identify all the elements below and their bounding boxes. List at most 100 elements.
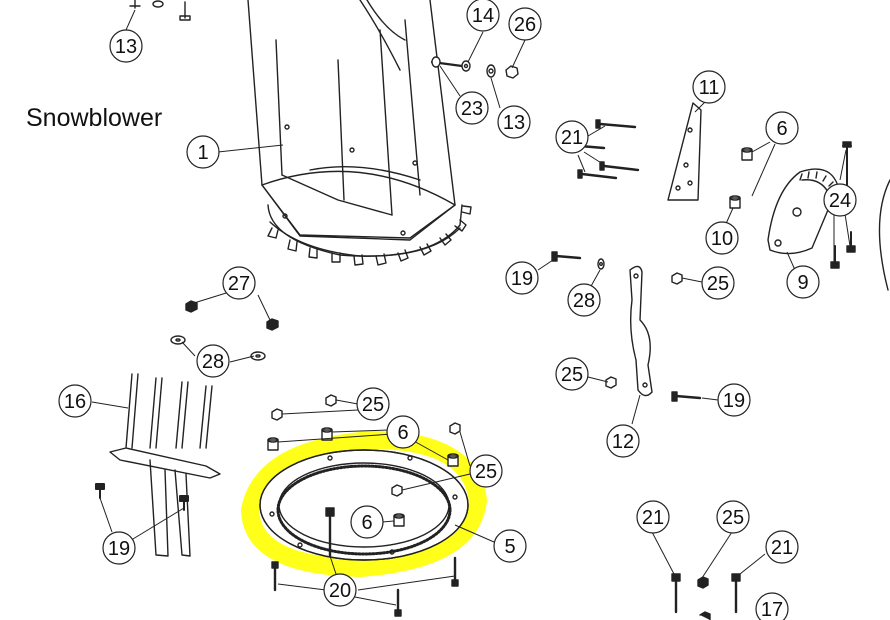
callout-number: 12	[612, 431, 634, 453]
callout-number: 21	[642, 507, 664, 529]
callout-13b: 13	[497, 105, 531, 139]
callout-25d: 25	[469, 454, 503, 488]
callout-25e: 25	[716, 500, 750, 534]
spacer-nut-group	[267, 394, 461, 467]
callout-circle	[109, 29, 143, 63]
callout-6c: 6	[350, 505, 384, 539]
chute-lever-cluster	[551, 251, 702, 402]
callout-28a: 28	[567, 283, 601, 317]
callout-circle	[58, 384, 92, 418]
deflector-bracket-cluster	[575, 102, 890, 291]
callout-number: 16	[64, 391, 86, 413]
callout-24: 24	[823, 183, 857, 217]
callout-circle	[692, 70, 726, 104]
ring-gear-assembly	[241, 431, 487, 617]
callout-28b: 28	[196, 344, 230, 378]
callout-circle	[493, 529, 527, 563]
hardware-group-bottom-right	[671, 573, 741, 620]
callout-19c: 19	[102, 531, 136, 565]
callout-number: 10	[711, 228, 733, 250]
callout-6a: 6	[765, 111, 799, 145]
callout-19b: 19	[717, 383, 751, 417]
callout-number: 13	[115, 36, 137, 58]
hardware-group-top	[430, 56, 519, 79]
callout-number: 6	[361, 512, 372, 534]
callout-circle	[717, 383, 751, 417]
callout-9: 9	[786, 265, 820, 299]
callout-number: 11	[699, 77, 720, 99]
callout-circle	[823, 183, 857, 217]
callout-21a: 21	[555, 120, 589, 154]
callout-number: 25	[475, 461, 497, 483]
callout-circle	[356, 387, 390, 421]
callout-5: 5	[493, 529, 527, 563]
callout-17: 17	[755, 592, 789, 620]
callout-20: 20	[323, 573, 357, 607]
callout-number: 26	[514, 14, 536, 36]
callout-number: 23	[461, 98, 483, 120]
diagram-title: Snowblower	[26, 104, 163, 132]
callout-circle	[350, 505, 384, 539]
callout-number: 27	[228, 273, 250, 295]
callout-circle	[786, 265, 820, 299]
callout-number: 9	[797, 272, 808, 294]
callout-13a: 13	[109, 29, 143, 63]
callout-25a: 25	[701, 266, 735, 300]
bolt-group-top-left	[129, 0, 191, 21]
callout-25c: 25	[555, 357, 589, 391]
callout-number: 20	[329, 580, 351, 602]
callout-11: 11	[692, 70, 726, 104]
callout-circle	[567, 283, 601, 317]
callout-26: 26	[508, 7, 542, 41]
leader-lines	[91, 9, 851, 606]
callout-number: 21	[771, 537, 793, 559]
callout-number: 25	[362, 394, 384, 416]
callout-number: 13	[503, 112, 525, 134]
callout-circle	[765, 111, 799, 145]
nut-washer-group-left	[170, 300, 279, 361]
callout-number: 17	[761, 599, 783, 620]
callout-circle	[705, 221, 739, 255]
callout-27: 27	[222, 266, 256, 300]
callout-19a: 19	[505, 261, 539, 295]
chute-assembly	[247, 0, 472, 266]
callout-number: 21	[561, 127, 583, 149]
skid-bracket	[95, 373, 221, 557]
callout-circle	[606, 424, 640, 458]
callout-circle	[755, 592, 789, 620]
callout-number: 5	[504, 536, 515, 558]
callout-16: 16	[58, 384, 92, 418]
callout-number: 1	[197, 142, 208, 164]
callout-circle	[555, 120, 589, 154]
callout-21c: 21	[765, 530, 799, 564]
callout-number: 24	[829, 190, 851, 212]
callout-number: 28	[202, 351, 224, 373]
callout-circle	[469, 454, 503, 488]
callout-1: 1	[186, 135, 220, 169]
callout-6b: 6	[386, 415, 420, 449]
callout-21b: 21	[636, 500, 670, 534]
callout-number: 6	[397, 422, 408, 444]
callout-10: 10	[705, 221, 739, 255]
callout-circle	[701, 266, 735, 300]
callout-circle	[466, 0, 500, 32]
callout-number: 19	[108, 538, 130, 560]
callout-25b: 25	[356, 387, 390, 421]
callout-circle	[222, 266, 256, 300]
callout-circle	[455, 91, 489, 125]
callout-circle	[102, 531, 136, 565]
callout-circle	[323, 573, 357, 607]
callout-circle	[555, 357, 589, 391]
callout-circle	[765, 530, 799, 564]
callout-number: 19	[723, 390, 745, 412]
callout-circle	[186, 135, 220, 169]
callout-number: 25	[707, 273, 729, 295]
callout-number: 6	[776, 118, 787, 140]
callout-number: 25	[561, 364, 583, 386]
callout-12: 12	[606, 424, 640, 458]
callout-circle	[505, 261, 539, 295]
callout-number: 19	[511, 268, 533, 290]
callout-number: 14	[472, 5, 494, 27]
